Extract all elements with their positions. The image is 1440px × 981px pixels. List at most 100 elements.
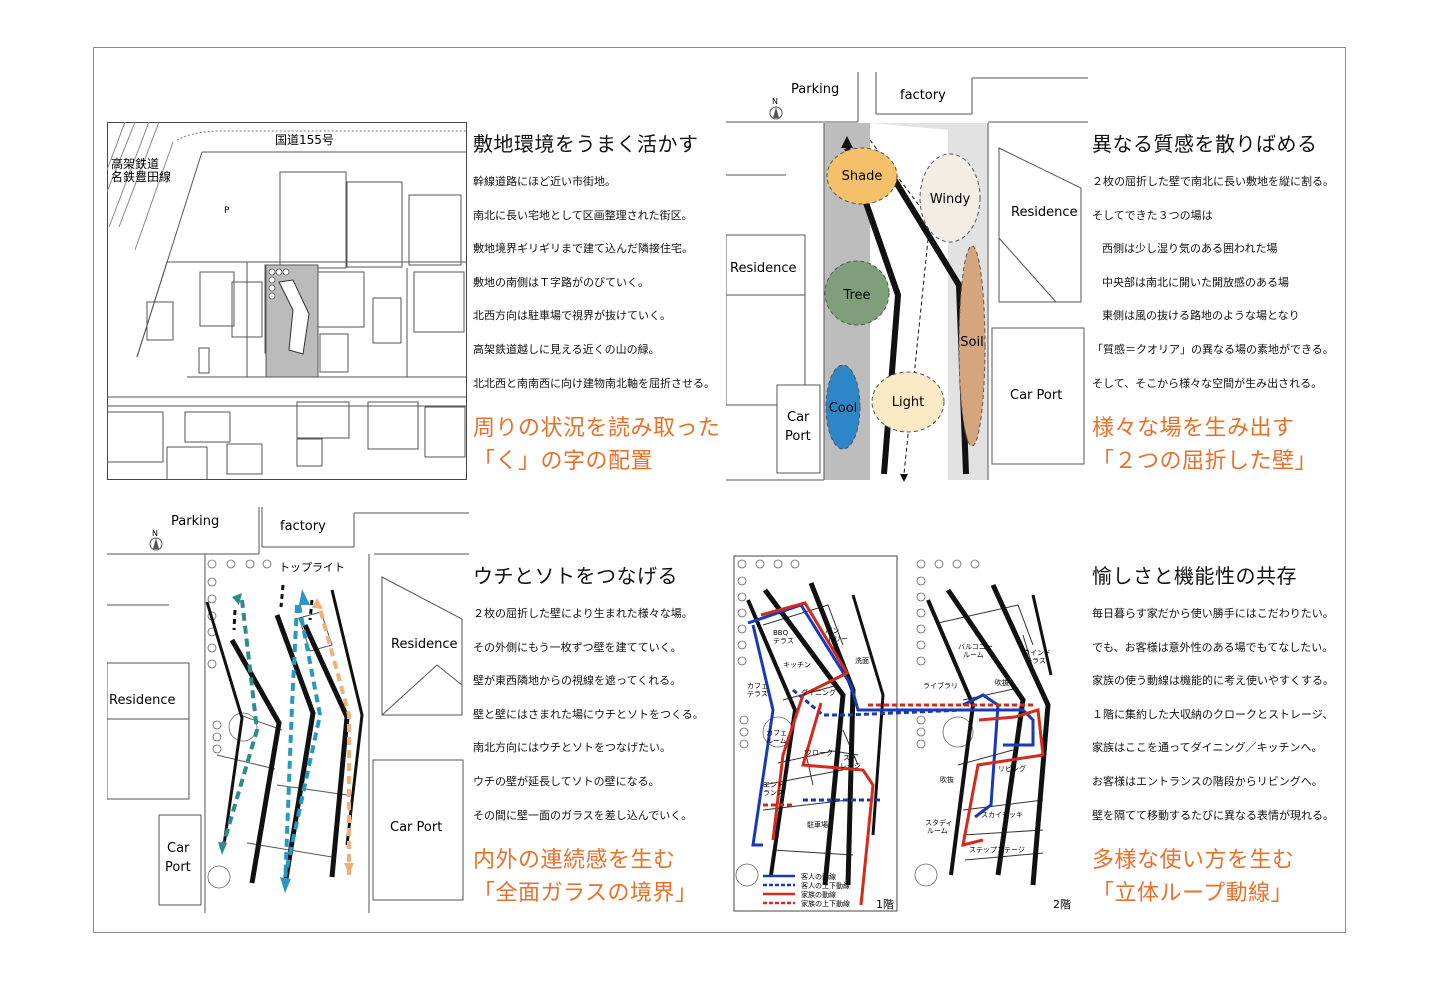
panel-4-line: 毎日暮らす家だから使い勝手にはこだわりたい。 [1092,607,1334,620]
factory-label: factory [280,519,326,534]
room-label: ダイニング [801,688,836,697]
panel-2-line: 「質感＝クオリア」の異なる場の素地ができる。 [1092,342,1334,356]
room-label: スタディ [925,818,953,827]
panel-1-line: 敷地境界ギリギリまで建て込んだ隣接住宅。 [473,242,693,256]
room-label: ルーム [963,651,984,659]
room-label: カフェ [747,682,768,690]
qualia-ellipse-group [824,147,986,450]
panel-4-line: 家族はここを通ってダイニング／キッチンへ。 [1092,741,1323,755]
parking-mark: P [224,206,230,216]
panel-1-text: 敷地環境をうまく活かす 幹線道路にほど近い市街地。 南北に長い宅地として区画整理… [473,128,715,410]
panel-3-title: ウチとソトをつなげる [473,564,678,588]
legend-label: 客人の動線 [801,872,836,881]
concept-line: 様々な場を生み出す [1092,416,1295,441]
site-context-map: 国道155号 高架鉄道 名鉄豊田線 P [107,122,467,480]
panel-2-line: 東側は風の抜ける路地のような場となり [1102,309,1300,323]
panel-2-concept: 様々な場を生み出す 「２つの屈折した壁」 [1092,412,1317,478]
room-label: スカイデッキ [981,810,1023,819]
carport-west-label-1: Car [787,410,810,425]
north-arrow: N [769,97,783,120]
north-arrow: N [149,529,163,551]
panel-1-line: 北北西と南南西に向け建物南北軸を屈折させる。 [473,376,715,390]
concept-line: 「く」の字の配置 [473,449,654,474]
concept-line: 内外の連続感を生む [473,848,676,873]
qualia-ellipse [826,147,898,205]
concept-line: 周りの状況を読み取った [473,416,721,441]
qualia-label: Light [892,395,924,410]
qualia-diagram: Parking factory N Residence Residence Ca… [726,72,1088,482]
room-label: 洗面 [855,656,869,665]
panel-3-line: ウチの壁が延長してソトの壁になる。 [473,774,660,788]
qualia-label: Soil [960,335,983,350]
room-label: ステップステージ [969,846,1025,854]
residence-east-label: Residence [1011,205,1077,220]
qualia-label: Cool [829,401,858,416]
room-label: テラス [1025,657,1046,665]
rail-label-2: 名鉄豊田線 [111,169,171,184]
room-label: スト [843,754,857,762]
circulation-legend: 客人の動線 客人の上下動線 家族の動線 家族の上下動線 [763,872,850,908]
room-label: キッチン [783,661,811,669]
concept-line: 多様な使い方を生む [1092,848,1295,873]
panel-4-title: 愉しさと機能性の共存 [1092,564,1297,588]
parking-label: Parking [171,514,219,529]
floor-label-2f: 2階 [1053,897,1071,911]
qualia-ellipse [824,260,890,326]
floor-label-1f: 1階 [876,897,894,911]
room-label: リビング [998,764,1026,773]
panel-3-line: ２枚の屈折した壁により生まれた様々な場。 [473,607,693,620]
panel-3-line: 壁が東西隣地からの視線を遮ってくれる。 [473,674,682,688]
concept-line: 「２つの屈折した壁」 [1092,449,1318,474]
panel-1-title: 敷地環境をうまく活かす [473,132,699,156]
legend-label: 家族の動線 [801,890,836,899]
presentation-sheet [93,47,1346,933]
qualia-ellipse [958,245,986,447]
plan1-room-labels: BBQ テラス パン トリー キッチン 洗面 カフェ テラス ダイニング カフェ… [747,627,869,829]
panel-1-line: 北西方向は駐車場で視界が抜けていく。 [473,309,671,323]
panel-2-line: 中央部は南北に開いた開放感のある場 [1102,275,1289,289]
residence-west-label: Residence [730,261,796,276]
panel-2-title: 異なる質感を散りばめる [1092,132,1318,156]
qualia-label: Tree [842,288,870,303]
room-label: テラス [773,637,794,645]
panel-1-line: 南北に長い宅地として区画整理された街区。 [473,208,693,222]
room-label: 吹抜 [995,678,1009,687]
panel-4-line: お客様はエントランスの階段からリビングへ。 [1092,774,1323,788]
walls-and-glass-diagram: Parking factory N Residence Residence Ca… [107,507,469,913]
room-label: BBQ [773,629,789,637]
legend-label: 客人の上下動線 [801,881,850,890]
room-label: エント [763,781,784,789]
panel-4-line: 家族の使う動線は機能的に考え使いやすくする。 [1092,674,1334,688]
panel-1-concept: 周りの状況を読み取った 「く」の字の配置 [473,412,721,478]
concept-line: 「立体ループ動線」 [1092,881,1294,906]
panel-3-line: その間に壁一面のガラスを差し込んでいく。 [473,808,693,822]
panel-2-line: そして、そこから様々な空間が生み出される。 [1092,376,1323,390]
toplight-label: トップライト [279,561,345,574]
room-label: パン [825,627,839,635]
room-label: 駐車場 [807,820,828,829]
panel-4-line: １階に集約した大収納のクロークとストレージ、 [1092,707,1334,721]
qualia-ellipse [919,153,981,243]
carport-east-label: Car Port [390,820,442,835]
room-label: ウインド [1023,649,1051,657]
north-label: N [152,529,158,538]
panel-4-text: 愉しさと機能性の共存 毎日暮らす家だから使い勝手にはこだわりたい。 でも、お客様… [1092,560,1334,842]
plan2-room-labels: バルコニー ルーム ウインド テラス ライブラリ 吹抜 吹抜 リビング スカイデ… [923,643,1051,854]
panel-2-line: そしてできた３つの場は [1092,208,1213,222]
panel-1-line: 敷地の南側はＴ字路がのびていく。 [473,275,649,289]
room-label: ルーム [927,827,948,835]
panel-3-line: その外側にもう一枚ずつ壁を建てていく。 [473,640,682,654]
road-label: 国道155号 [275,133,334,147]
room-label: カフェ [766,729,787,737]
residence-east-label: Residence [391,637,457,652]
carport-west-label-2: Port [785,429,811,444]
panel-4-line: 壁を隔てて移動するたびに異なる表情が現れる。 [1092,808,1334,822]
factory-label: factory [900,88,946,103]
room-label: 吹抜 [940,775,954,784]
panel-2-text: 異なる質感を散りばめる ２枚の屈折した壁で南北に長い敷地を縦に割る。 そしてでき… [1092,128,1334,410]
qualia-ellipse [825,364,861,450]
panel-1-line: 高架鉄道越しに見える近くの山の緑。 [473,342,660,356]
carport-west-label-2: Port [165,860,191,875]
room-label: クローク [805,749,833,757]
panel-4-concept: 多様な使い方を生む 「立体ループ動線」 [1092,844,1295,910]
